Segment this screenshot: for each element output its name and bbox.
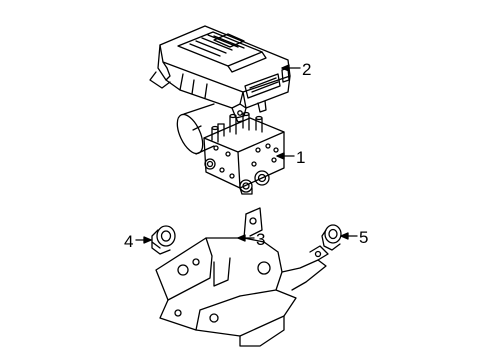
callout-insulator-right: 5 — [340, 228, 368, 247]
callout-number-4: 4 — [124, 232, 133, 251]
callout-number-3: 3 — [256, 230, 265, 249]
callout-control-module: 2 — [281, 60, 311, 79]
mounting-bracket — [155, 207, 329, 347]
callout-number-2: 2 — [302, 60, 311, 79]
insulator-left — [151, 225, 176, 255]
control-module — [149, 25, 291, 123]
modulator-valve — [176, 103, 285, 195]
callout-mounting-bracket: 3 — [237, 230, 265, 249]
callout-number-1: 1 — [296, 148, 305, 167]
callout-modulator-valve: 1 — [276, 148, 305, 167]
callout-number-5: 5 — [359, 228, 368, 247]
callout-insulator-left: 4 — [124, 232, 152, 251]
insulator-right — [321, 224, 342, 251]
